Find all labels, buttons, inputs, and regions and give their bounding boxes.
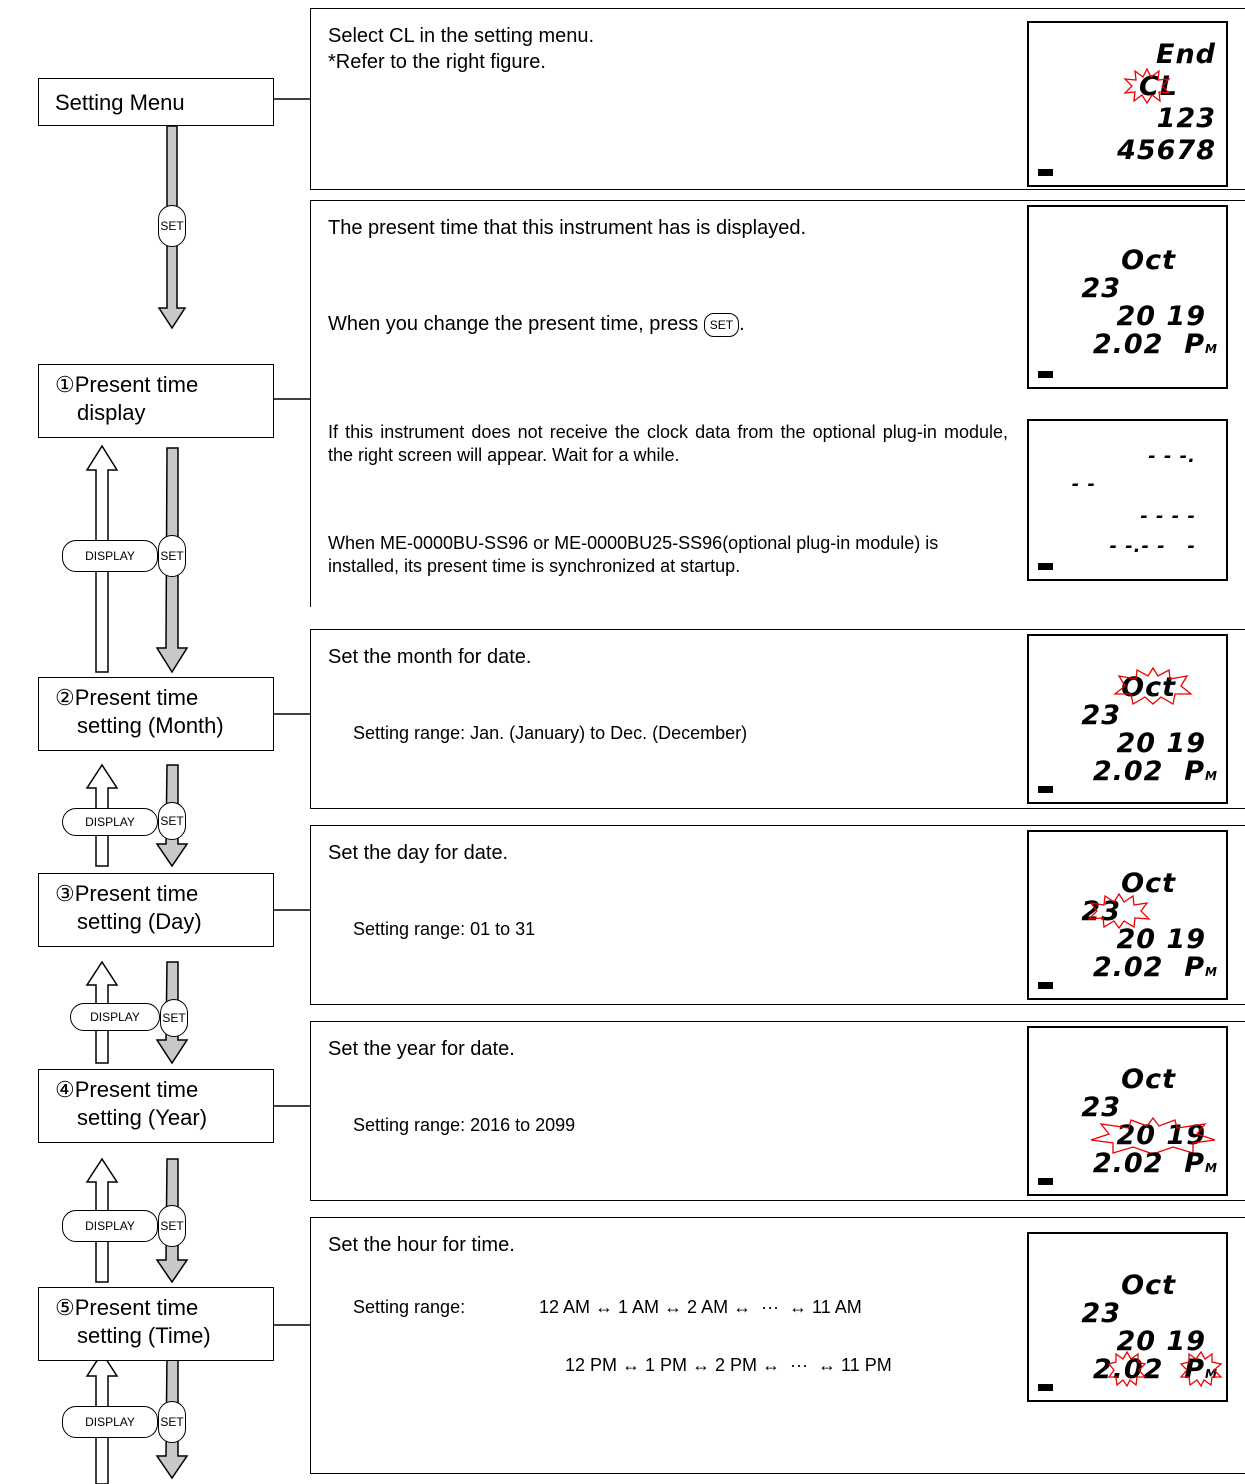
lcd-line: 23 xyxy=(1081,700,1121,731)
lcd-indicator xyxy=(1038,169,1053,176)
lcd-indicator xyxy=(1038,371,1053,378)
lcd-line: 2.02 PM xyxy=(1092,952,1218,983)
display-button[interactable]: DISPLAY xyxy=(70,1003,160,1031)
lcd-screen-year: Oct 23 20 19 2.02 PM xyxy=(1027,1026,1228,1196)
lcd-screen-day: Oct 23 20 19 2.02 PM xyxy=(1027,830,1228,1000)
step-label: ③Present time xyxy=(55,881,199,906)
lcd-line: 20 19 xyxy=(1116,728,1206,759)
panel-time: Set the hour for time. Setting range: 12… xyxy=(310,1217,1245,1474)
lcd-line: 23 xyxy=(1081,273,1121,304)
display-button[interactable]: DISPLAY xyxy=(62,1406,158,1438)
lcd-line: Oct xyxy=(1121,1270,1176,1301)
panel-day: Set the day for date. Setting range: 01 … xyxy=(310,825,1245,1005)
instruction: When you change the present time, press … xyxy=(328,312,745,337)
blink-burst-icon xyxy=(1123,67,1171,105)
setting-range-pm: 12 PM ↔ 1 PM ↔ 2 PM ↔ ··· ↔ 11 PM xyxy=(565,1355,892,1375)
set-button-inline: SET xyxy=(703,312,740,337)
lcd-line: 2.02 PM xyxy=(1092,756,1218,787)
blink-burst-icon xyxy=(1113,666,1193,706)
step-label: ④Present time xyxy=(55,1077,199,1102)
lcd-line: 20 19 xyxy=(1116,924,1206,955)
lcd-indicator xyxy=(1038,1384,1053,1391)
display-button[interactable]: DISPLAY xyxy=(62,1210,158,1242)
step-label: Setting Menu xyxy=(55,90,185,115)
setting-range: Setting range: 01 to 31 xyxy=(353,919,536,939)
lcd-indicator xyxy=(1038,982,1053,989)
lcd-line: 123 xyxy=(1156,103,1216,134)
note-sync: When ME-0000BU-SS96 or ME-0000BU25-SS96(… xyxy=(328,533,939,576)
step-label: setting (Day) xyxy=(77,909,202,934)
lcd-line: Oct xyxy=(1121,1064,1176,1095)
instruction: Set the year for date. xyxy=(328,1038,515,1060)
lcd-screen-no-data: - - -. - - - - - - - -.- - - xyxy=(1027,419,1228,581)
blink-burst-icon xyxy=(1107,1350,1147,1388)
set-button[interactable]: SET xyxy=(158,802,186,840)
lcd-line: - - xyxy=(1071,474,1096,495)
set-button[interactable]: SET xyxy=(158,1401,186,1443)
lcd-line: - -.- - - xyxy=(1109,536,1196,557)
step-setting-menu: Setting Menu xyxy=(38,78,274,126)
lcd-line: - - - - xyxy=(1140,506,1196,527)
lcd-screen-clock: Oct 23 20 19 2.02 PM xyxy=(1027,205,1228,389)
panel-text: Select CL in the setting menu. *Refer to… xyxy=(328,23,594,75)
step-present-time-display: ①Present time display xyxy=(38,364,274,438)
lcd-line: Oct xyxy=(1121,245,1176,276)
step-label: ②Present time xyxy=(55,685,199,710)
lcd-line: Oct xyxy=(1121,868,1176,899)
lcd-indicator xyxy=(1038,1178,1053,1185)
lcd-line: 2.02 PM xyxy=(1092,329,1218,360)
instruction: Set the day for date. xyxy=(328,842,509,864)
set-button[interactable]: SET xyxy=(158,535,186,577)
blink-burst-icon xyxy=(1087,892,1151,930)
instruction: The present time that this instrument ha… xyxy=(328,217,807,239)
lcd-line: 45678 xyxy=(1117,135,1216,166)
lcd-screen-menu: End CL 123 45678 xyxy=(1027,21,1228,187)
lcd-line: 2.02 PM xyxy=(1092,1148,1218,1179)
step-label: setting (Time) xyxy=(77,1323,211,1348)
step-label: setting (Month) xyxy=(77,713,224,738)
display-button[interactable]: DISPLAY xyxy=(62,540,158,572)
panel-setting-menu: Select CL in the setting menu. *Refer to… xyxy=(310,8,1245,190)
instruction: Set the month for date. xyxy=(328,646,532,668)
lcd-indicator xyxy=(1038,563,1053,570)
instruction: Set the hour for time. xyxy=(328,1234,515,1256)
blink-burst-icon xyxy=(1179,1350,1223,1388)
step-label: ⑤Present time xyxy=(55,1295,199,1320)
set-button[interactable]: SET xyxy=(158,1205,186,1247)
display-button[interactable]: DISPLAY xyxy=(62,808,158,836)
set-button[interactable]: SET xyxy=(160,999,188,1037)
lcd-line-blinking: 20 19 xyxy=(1116,1120,1206,1151)
step-label: display xyxy=(77,400,146,425)
setting-range-am: 12 AM ↔ 1 AM ↔ 2 AM ↔ ··· ↔ 11 AM xyxy=(539,1297,862,1317)
lcd-line: 23 xyxy=(1081,1092,1121,1123)
setting-range: Setting range: 2016 to 2099 xyxy=(353,1115,576,1135)
step-year: ④Present time setting (Year) xyxy=(38,1069,274,1143)
lcd-line-blinking: 2.02 PM xyxy=(1092,1354,1218,1385)
lcd-screen-month: Oct 23 20 19 2.02 PM xyxy=(1027,634,1228,804)
blink-burst-icon xyxy=(1090,1116,1216,1155)
lcd-line: 20 19 xyxy=(1116,1326,1206,1357)
lcd-indicator xyxy=(1038,786,1053,793)
lcd-line: End xyxy=(1156,39,1216,70)
lcd-screen-time: Oct 23 20 19 2.02 PM xyxy=(1027,1232,1228,1402)
step-time: ⑤Present time setting (Time) xyxy=(38,1287,274,1361)
step-label: setting (Year) xyxy=(77,1105,208,1130)
panel-present-time: The present time that this instrument ha… xyxy=(310,200,1245,607)
lcd-line: - - -. xyxy=(1148,446,1196,467)
note: *Refer to the right figure. xyxy=(328,51,546,73)
step-day: ③Present time setting (Day) xyxy=(38,873,274,947)
setting-range-label: Setting range: xyxy=(353,1297,466,1317)
set-button[interactable]: SET xyxy=(158,205,186,247)
note-no-clock-data: If this instrument does not receive the … xyxy=(328,422,1008,465)
panel-month: Set the month for date. Setting range: J… xyxy=(310,629,1245,809)
step-label: ①Present time xyxy=(55,372,199,397)
panel-year: Set the year for date. Setting range: 20… xyxy=(310,1021,1245,1201)
setting-range: Setting range: Jan. (January) to Dec. (D… xyxy=(353,723,748,743)
lcd-line: 20 19 xyxy=(1116,301,1206,332)
instruction: Select CL in the setting menu. xyxy=(328,25,595,47)
lcd-line: 23 xyxy=(1081,1298,1121,1329)
step-month: ②Present time setting (Month) xyxy=(38,677,274,751)
